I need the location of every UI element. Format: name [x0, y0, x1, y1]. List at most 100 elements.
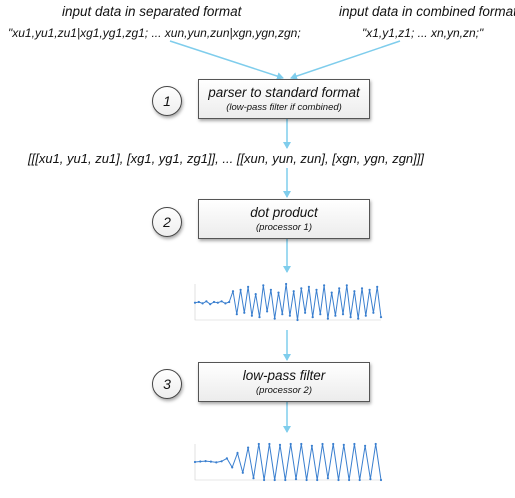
chart-point	[263, 478, 266, 482]
chart-point	[193, 460, 197, 464]
chart-point	[247, 446, 250, 449]
parser-box-title: parser to standard format	[208, 85, 360, 100]
chart-point	[288, 314, 291, 317]
low-pass-filter-box-title: low-pass filter	[242, 368, 326, 383]
chart-point	[266, 310, 269, 313]
chart-point	[273, 317, 276, 320]
chart-point	[278, 443, 282, 446]
chart-point	[231, 290, 235, 293]
chart-point	[353, 290, 356, 293]
chart-point	[316, 478, 319, 482]
chart-series-line	[194, 443, 382, 481]
chart-point	[323, 284, 326, 287]
chart-point	[374, 442, 377, 446]
chart-point	[285, 282, 288, 286]
chart-point	[337, 478, 340, 482]
chart-point	[193, 301, 197, 304]
arrow-separated-to-parser	[169, 40, 284, 80]
chart-point	[379, 316, 383, 319]
parser-box-subtitle: (low-pass filter if combined)	[226, 102, 342, 113]
chart-point	[315, 288, 318, 291]
chart-point	[296, 318, 299, 322]
chart-point	[220, 460, 223, 463]
chart-point	[239, 288, 242, 291]
chart-point	[254, 293, 257, 296]
chart-point	[258, 316, 261, 319]
chart-point	[310, 444, 313, 447]
chart-point	[241, 471, 244, 474]
low-pass-filter-chart	[193, 442, 383, 482]
chart-point	[305, 478, 308, 482]
chart-point	[326, 317, 329, 320]
chart-point	[326, 477, 329, 480]
chart-point	[247, 285, 250, 288]
chart-point	[262, 284, 265, 287]
chart-point	[243, 311, 246, 314]
chart-point	[353, 442, 356, 446]
chart-point	[277, 291, 280, 294]
chart-point	[273, 478, 276, 482]
chart-point	[250, 314, 253, 317]
chart-point	[224, 302, 227, 305]
chart-point	[342, 443, 345, 446]
chart-point	[348, 478, 351, 482]
combined-format-example: "x1,y1,z1; ... xn,yn,zn;"	[362, 26, 484, 40]
chart-point	[228, 300, 231, 304]
chart-point	[199, 460, 202, 463]
chart-point	[205, 300, 208, 303]
chart-point	[321, 442, 324, 446]
chart-point	[357, 317, 360, 320]
low-pass-filter-box-subtitle: (processor 2)	[256, 385, 312, 396]
chart-axis	[194, 444, 381, 481]
chart-point	[364, 444, 367, 447]
chart-point	[201, 302, 204, 305]
chart-point	[257, 442, 260, 446]
separated-format-title: input data in separated format	[62, 4, 242, 19]
chart-point	[284, 478, 287, 482]
chart-point	[300, 287, 303, 290]
chart-point	[212, 300, 216, 304]
chart-axis	[194, 284, 381, 321]
chart-point	[269, 288, 272, 291]
low-pass-filter-box: low-pass filter (processor 2)	[198, 362, 370, 402]
chart-point	[341, 313, 345, 316]
chart-point	[294, 478, 298, 481]
chart-point	[358, 478, 361, 482]
chart-point	[319, 313, 322, 316]
chart-point	[349, 316, 352, 319]
chart-point	[235, 313, 238, 316]
chart-point	[364, 314, 367, 317]
step-1-number: 1	[152, 86, 182, 116]
step-2-number: 2	[152, 207, 182, 237]
chart-series-line	[194, 283, 382, 321]
chart-point	[209, 460, 212, 463]
chart-point	[292, 290, 295, 293]
parser-box: parser to standard format (low-pass filt…	[198, 79, 370, 119]
chart-point	[220, 300, 223, 303]
chart-point	[268, 442, 271, 446]
chart-point	[231, 466, 234, 469]
chart-point	[216, 301, 219, 304]
chart-point	[225, 457, 228, 460]
separated-format-example: "xu1,yu1,zu1|xg1,yg1,zg1; ... xun,yun,zu…	[8, 26, 301, 40]
combined-format-title: input data in combined format	[339, 4, 515, 19]
dot-product-box-title: dot product	[250, 205, 318, 220]
chart-point	[372, 311, 375, 314]
chart-point	[197, 300, 200, 304]
chart-point	[369, 478, 372, 481]
chart-point	[289, 442, 292, 446]
chart-point	[334, 314, 337, 317]
dot-product-box-subtitle: (processor 1)	[256, 222, 312, 233]
chart-point	[338, 287, 341, 290]
dot-product-box: dot product (processor 1)	[198, 199, 370, 239]
chart-point	[252, 477, 255, 480]
arrow-combined-to-parser	[290, 40, 401, 80]
step-3-number: 3	[152, 369, 182, 399]
chart-point	[330, 291, 333, 294]
chart-point	[304, 311, 307, 314]
chart-point	[215, 461, 218, 464]
chart-point	[360, 287, 364, 290]
chart-point	[204, 460, 207, 463]
chart-point	[311, 316, 314, 319]
